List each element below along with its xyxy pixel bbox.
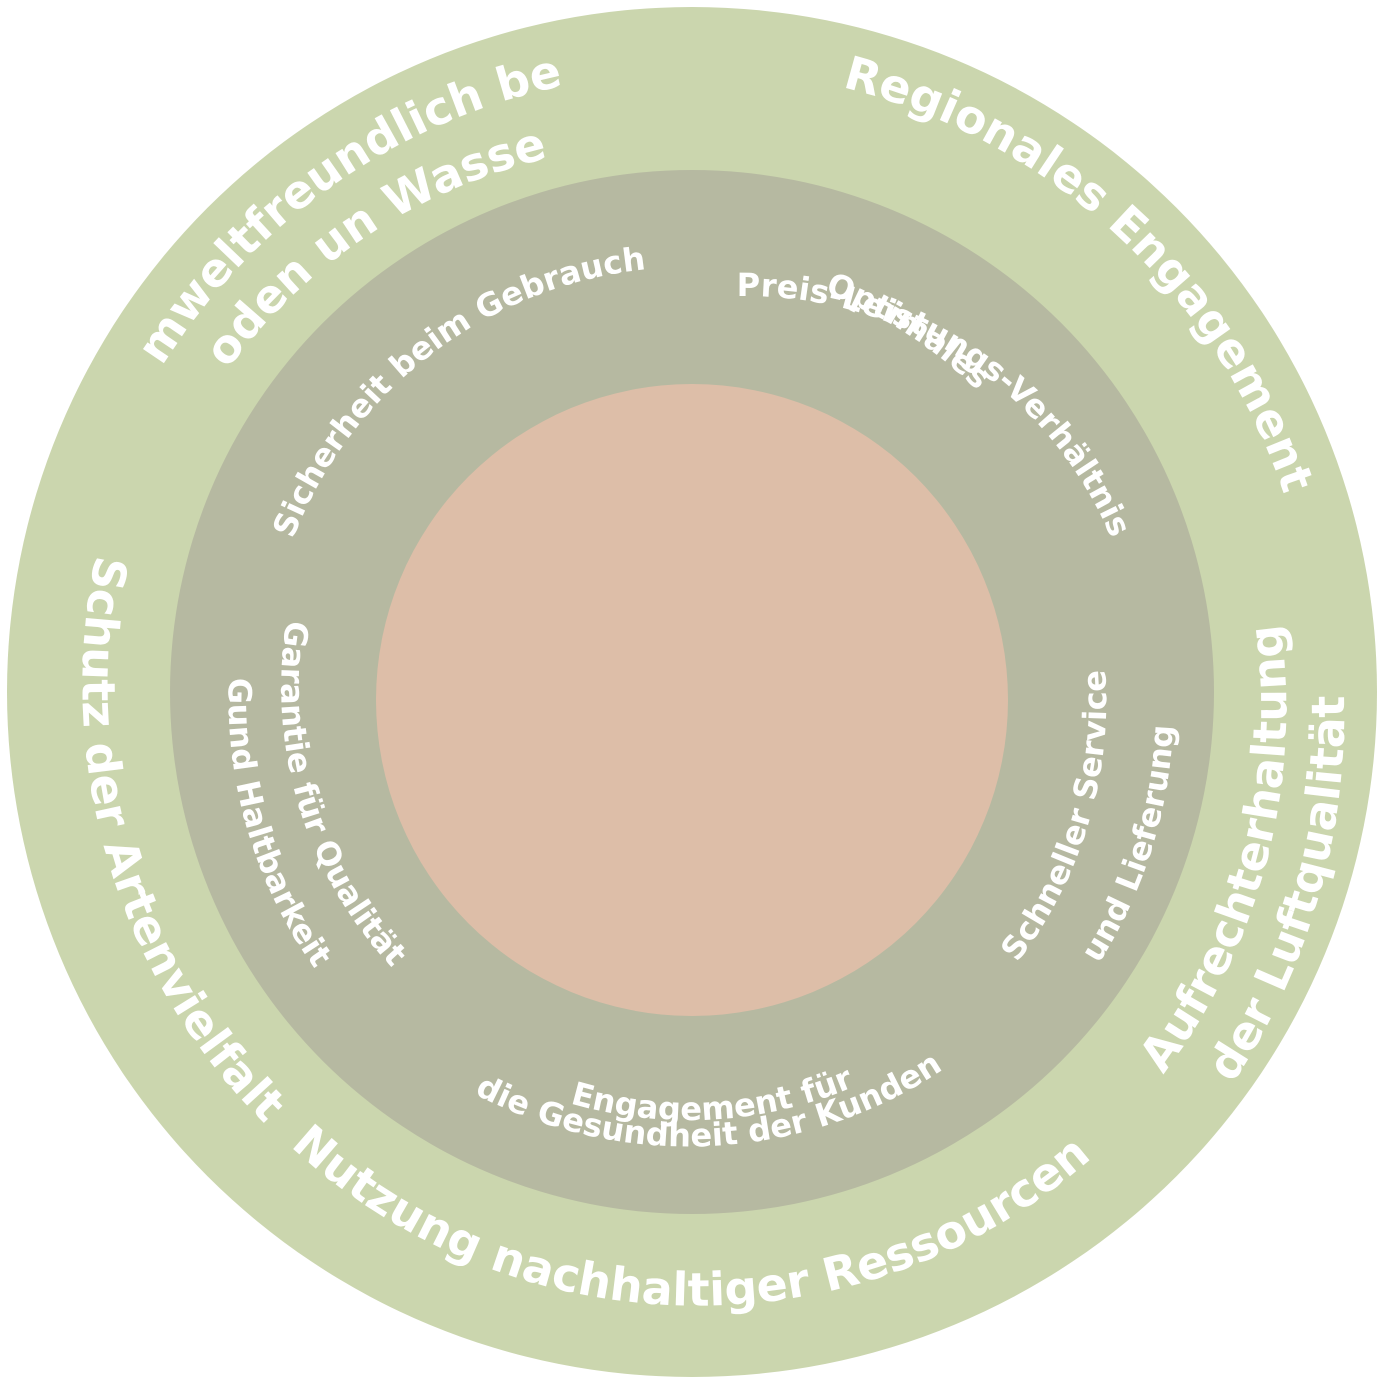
core-circle xyxy=(376,384,1008,1016)
